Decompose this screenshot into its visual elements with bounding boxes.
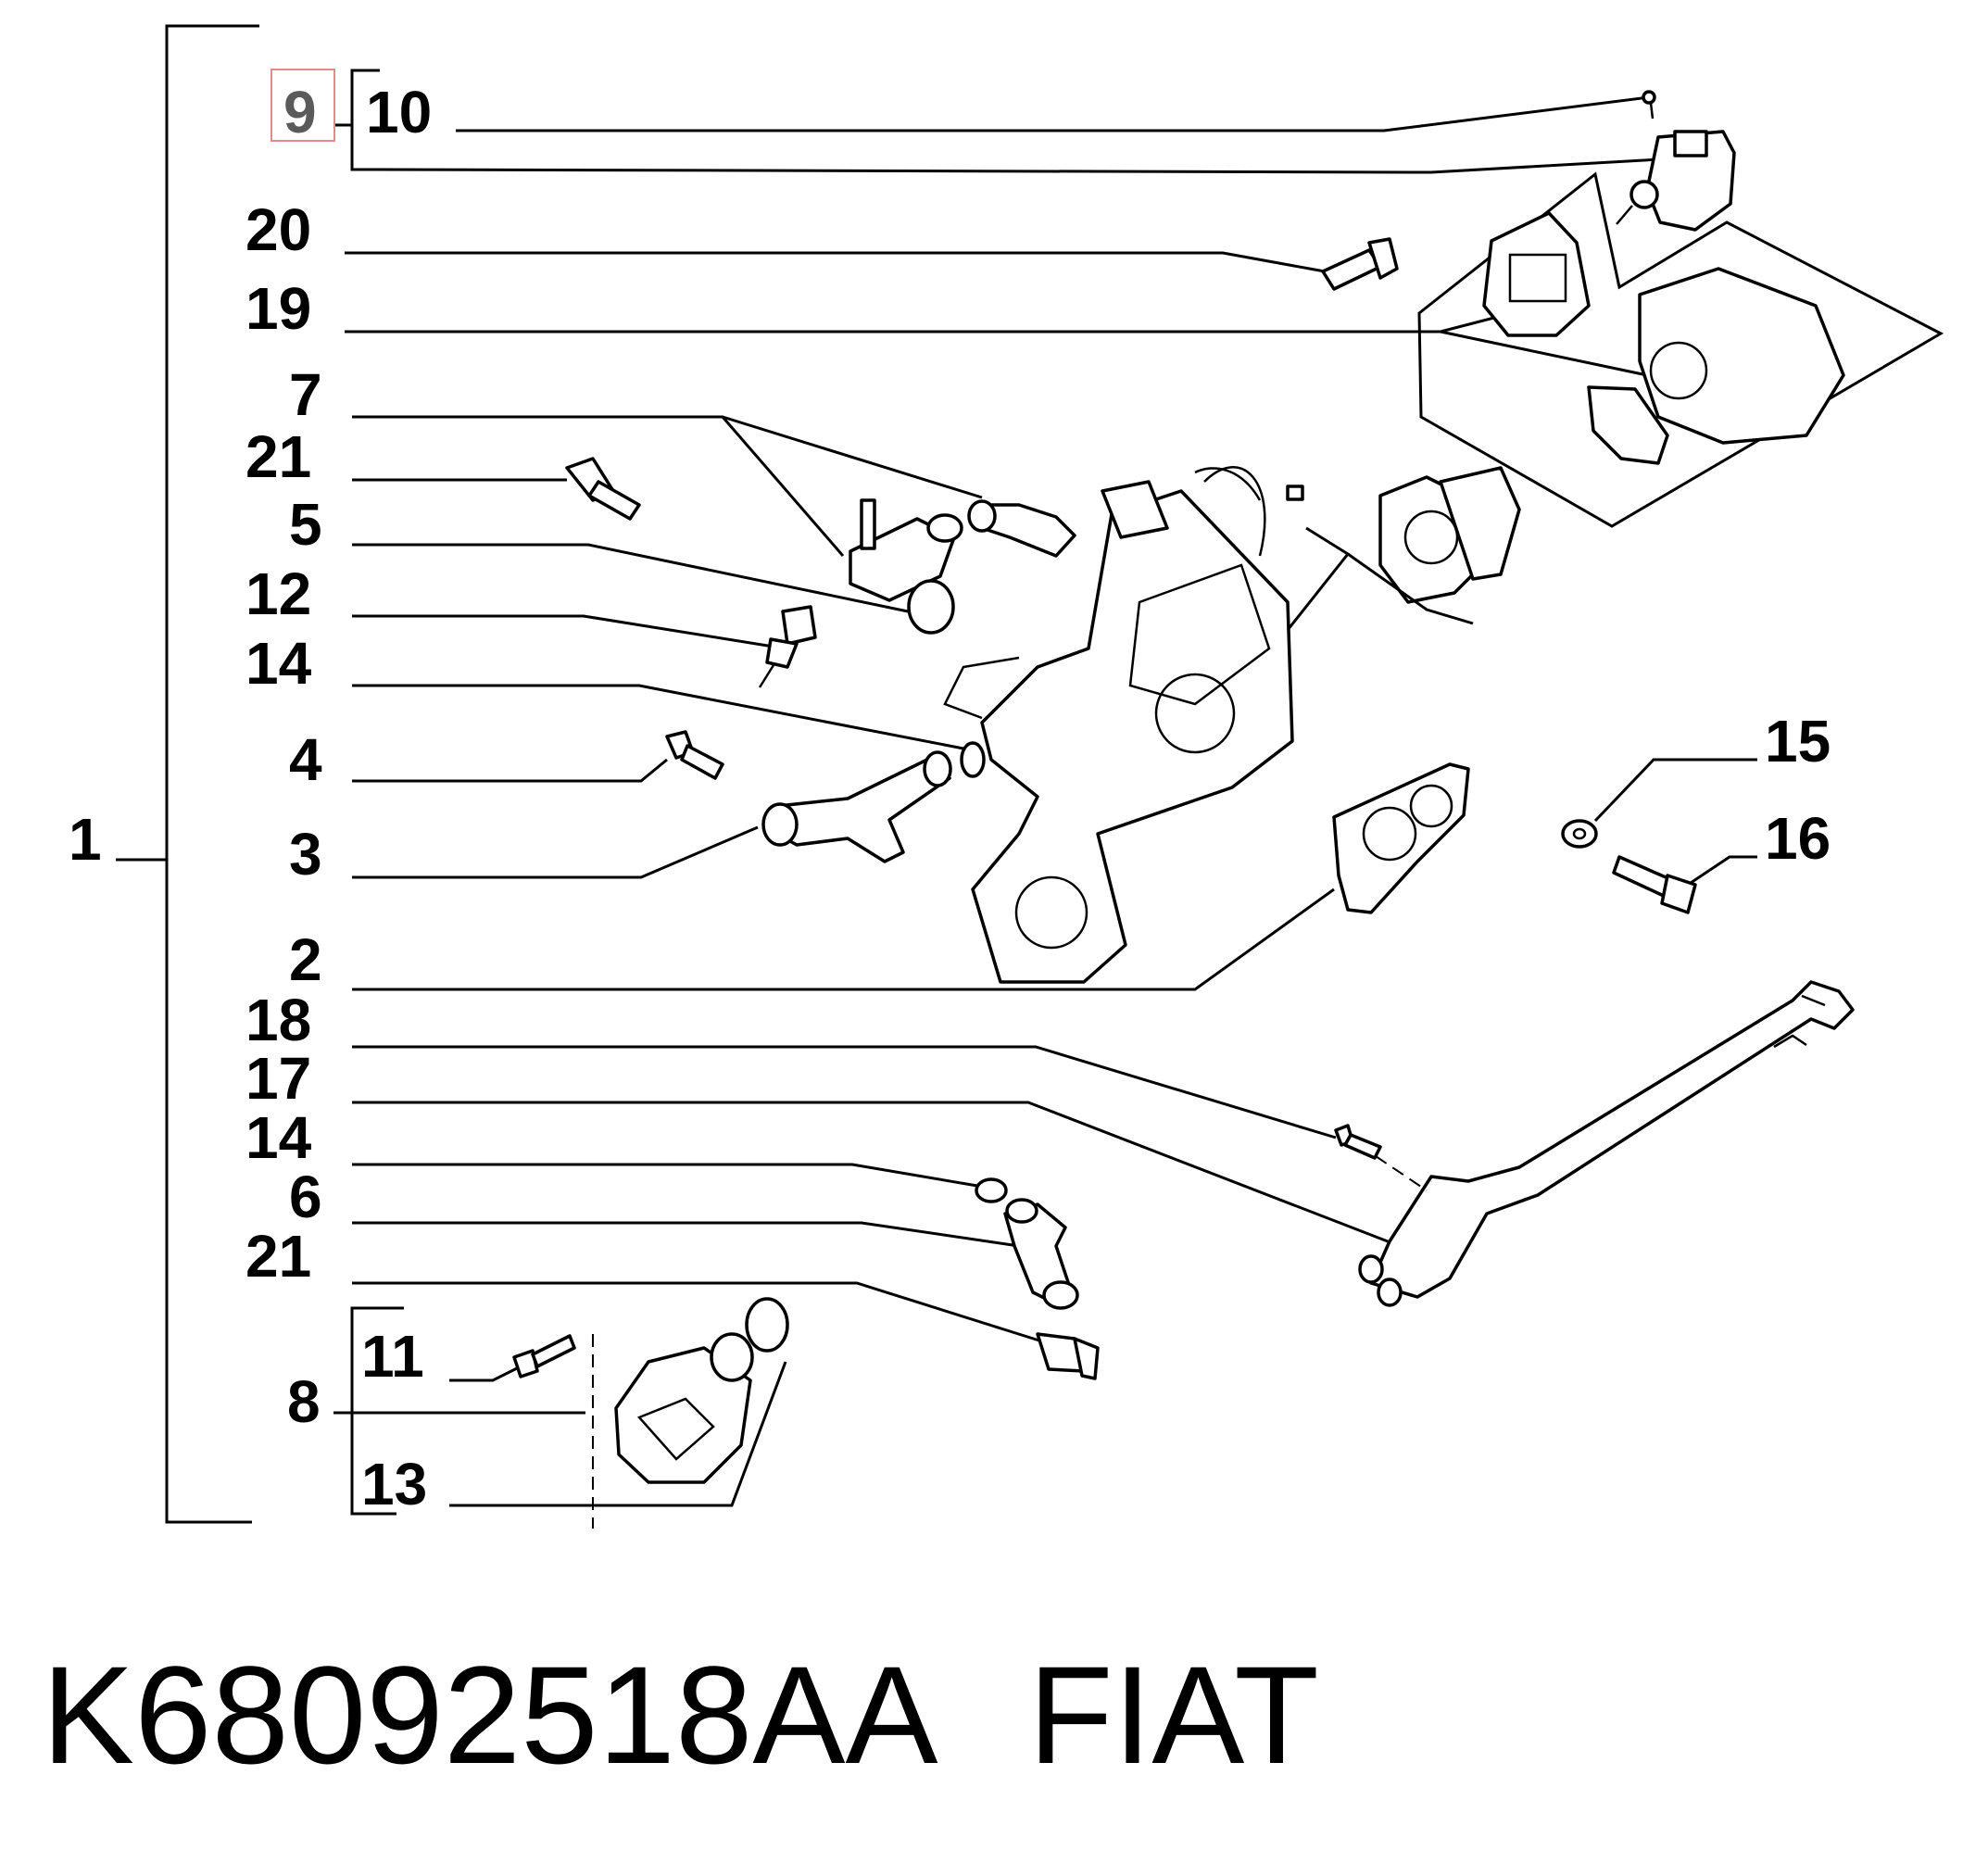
bracket-8 [350,1306,404,1516]
leader-lines [345,95,1757,1507]
part-13-oring[interactable] [745,1297,789,1353]
part-4-bolt[interactable] [665,730,724,780]
callout-8[interactable]: 8 [287,1368,321,1435]
part-18-bolt[interactable] [1334,1124,1382,1160]
part-17-rail-pipe[interactable] [1358,980,1855,1307]
callout-labels: 9 10 20 19 7 21 5 12 14 4 3 1 15 16 2 18… [69,79,1831,1517]
part-12-sensor[interactable] [758,605,817,688]
leader-16 [1687,855,1757,887]
main-housing [943,466,1304,984]
part-10-screw[interactable] [1642,90,1656,120]
bracket-assembly-1 [165,24,259,1524]
callout-21-lower[interactable]: 21 [245,1223,311,1290]
part-14-lower-oring[interactable] [975,1177,1008,1203]
callout-5[interactable]: 5 [289,491,322,558]
caption: K68092518AA FIAT [42,1637,1319,1793]
egr-valve-flange [1286,466,1521,631]
leader-20 [345,251,1326,273]
leader-2 [352,887,1335,991]
part-15-nut[interactable] [1561,819,1598,849]
callout-13[interactable]: 13 [361,1451,427,1517]
bracket-9-10 [350,69,380,171]
highlight-box-9 [271,69,335,142]
leader-17 [352,1101,1389,1243]
part-8-thermostat-assembly[interactable] [592,1297,789,1529]
callout-3[interactable]: 3 [289,821,322,887]
callout-11[interactable]: 11 [361,1323,424,1390]
callout-16[interactable]: 16 [1765,805,1831,872]
leader-12 [352,614,774,648]
callout-21-upper[interactable]: 21 [245,423,311,490]
leader-7-b [722,415,983,499]
part-20-bolt[interactable] [1321,237,1399,291]
callout-7[interactable]: 7 [289,361,322,428]
leader-6 [352,1221,1020,1248]
part-number-caption: K68092518AA [42,1637,938,1793]
part-5-oring[interactable] [907,579,955,635]
leader-11 [449,1365,522,1382]
leader-9-line [379,157,1661,174]
leader-10 [456,95,1650,132]
part-11-screw[interactable] [512,1334,576,1378]
callout-19[interactable]: 19 [245,275,311,342]
callout-20[interactable]: 20 [245,196,311,263]
part-7-hose-outlet[interactable] [849,498,1076,602]
callout-1[interactable]: 1 [69,806,102,873]
part-9-actuator[interactable] [1616,130,1736,232]
callout-9[interactable]: 9 [283,79,317,145]
callout-17[interactable]: 17 [245,1045,311,1112]
part-3-pipe[interactable] [761,750,952,863]
callout-2[interactable]: 2 [289,926,322,993]
leader-15 [1593,758,1757,823]
part-21-upper-bolt[interactable] [565,457,641,521]
part-14-upper-oring[interactable] [960,741,986,778]
callout-10[interactable]: 10 [366,79,432,145]
callout-18[interactable]: 18 [245,987,311,1053]
callout-14-upper[interactable]: 14 [245,630,312,697]
leader-4 [352,758,668,783]
leader-13 [449,1361,787,1507]
leader-14-upper [352,684,964,750]
part-21-lower-bolt[interactable] [1036,1332,1100,1380]
brand-caption: FIAT [1028,1637,1319,1793]
callout-6[interactable]: 6 [289,1164,322,1230]
leader-18 [352,1045,1337,1139]
leader-19 [345,309,1520,334]
leader-21-lower [352,1281,1043,1343]
part-2-gasket[interactable] [1332,762,1470,914]
callout-4[interactable]: 4 [289,726,322,793]
callout-12[interactable]: 12 [245,560,311,627]
part-16-bolt[interactable] [1612,855,1697,914]
leader-19-b [1440,330,1648,377]
leader-3 [352,825,759,879]
leader-14-lower [352,1163,978,1188]
callout-15[interactable]: 15 [1765,708,1831,774]
callout-14-lower[interactable]: 14 [245,1104,312,1171]
leader-5 [352,543,909,613]
part-6-elbow[interactable] [1003,1198,1079,1310]
part-19-egr-assembly[interactable] [1417,171,1944,528]
